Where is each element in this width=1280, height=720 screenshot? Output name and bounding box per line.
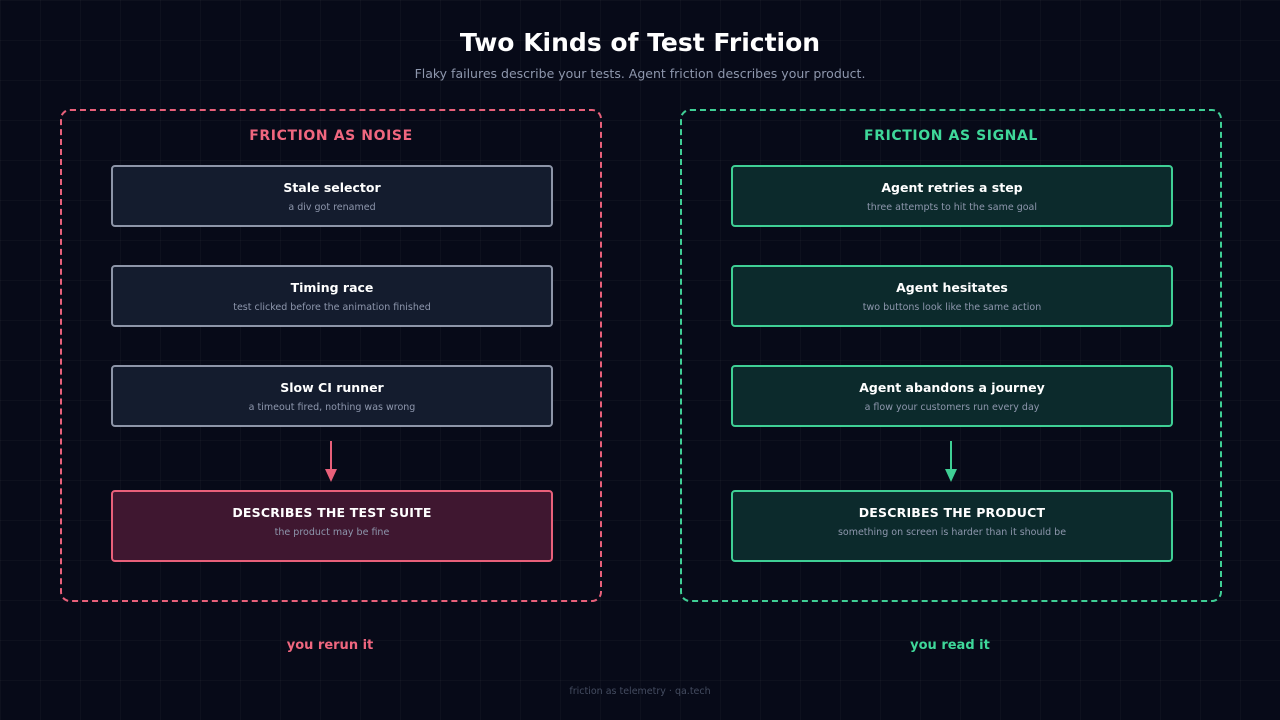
signal-panel-title: FRICTION AS SIGNAL <box>864 128 1038 144</box>
signal-card-agent-hesitates: Agent hesitates two buttons look like th… <box>731 265 1173 327</box>
card-title: Slow CI runner <box>280 380 384 395</box>
noise-card-stale-selector: Stale selector a div got renamed <box>111 165 553 227</box>
card-subtitle: test clicked before the animation finish… <box>233 302 431 313</box>
outcome-title: DESCRIBES THE PRODUCT <box>858 505 1046 520</box>
diagram-subtitle: Flaky failures describe your tests. Agen… <box>414 66 866 81</box>
outcome-title: DESCRIBES THE TEST SUITE <box>232 505 432 520</box>
noise-card-slow-ci-runner: Slow CI runner a timeout fired, nothing … <box>111 365 553 427</box>
outcome-subtitle: something on screen is harder than it sh… <box>837 527 1067 538</box>
card-title: Agent retries a step <box>881 180 1023 195</box>
signal-card-agent-retries: Agent retries a step three attempts to h… <box>731 165 1173 227</box>
card-subtitle: two buttons look like the same action <box>862 302 1042 313</box>
card-subtitle: a flow your customers run every day <box>864 402 1040 413</box>
noise-outcome-card: DESCRIBES THE TEST SUITE the product may… <box>111 490 553 562</box>
diagram-title: Two Kinds of Test Friction <box>459 28 821 57</box>
signal-caption: you read it <box>910 638 990 653</box>
card-title: Timing race <box>290 280 374 295</box>
noise-panel-title: FRICTION AS NOISE <box>249 128 413 144</box>
card-subtitle: three attempts to hit the same goal <box>866 202 1037 213</box>
card-title: Agent abandons a journey <box>859 380 1045 395</box>
signal-panel: FRICTION AS SIGNAL Agent retries a step … <box>680 109 1222 602</box>
signal-card-agent-abandons: Agent abandons a journey a flow your cus… <box>731 365 1173 427</box>
noise-panel: FRICTION AS NOISE Stale selector a div g… <box>60 109 602 602</box>
card-subtitle: a div got renamed <box>288 202 376 213</box>
outcome-subtitle: the product may be fine <box>274 527 390 538</box>
footer-credit: friction as telemetry · qa.tech <box>569 686 711 697</box>
noise-card-timing-race: Timing race test clicked before the anim… <box>111 265 553 327</box>
noise-flow-arrow <box>325 441 337 482</box>
card-title: Stale selector <box>283 180 381 195</box>
signal-flow-arrow <box>945 441 957 482</box>
signal-outcome-card: DESCRIBES THE PRODUCT something on scree… <box>731 490 1173 562</box>
noise-caption: you rerun it <box>286 638 374 653</box>
card-subtitle: a timeout fired, nothing was wrong <box>248 402 416 413</box>
card-title: Agent hesitates <box>896 280 1008 295</box>
